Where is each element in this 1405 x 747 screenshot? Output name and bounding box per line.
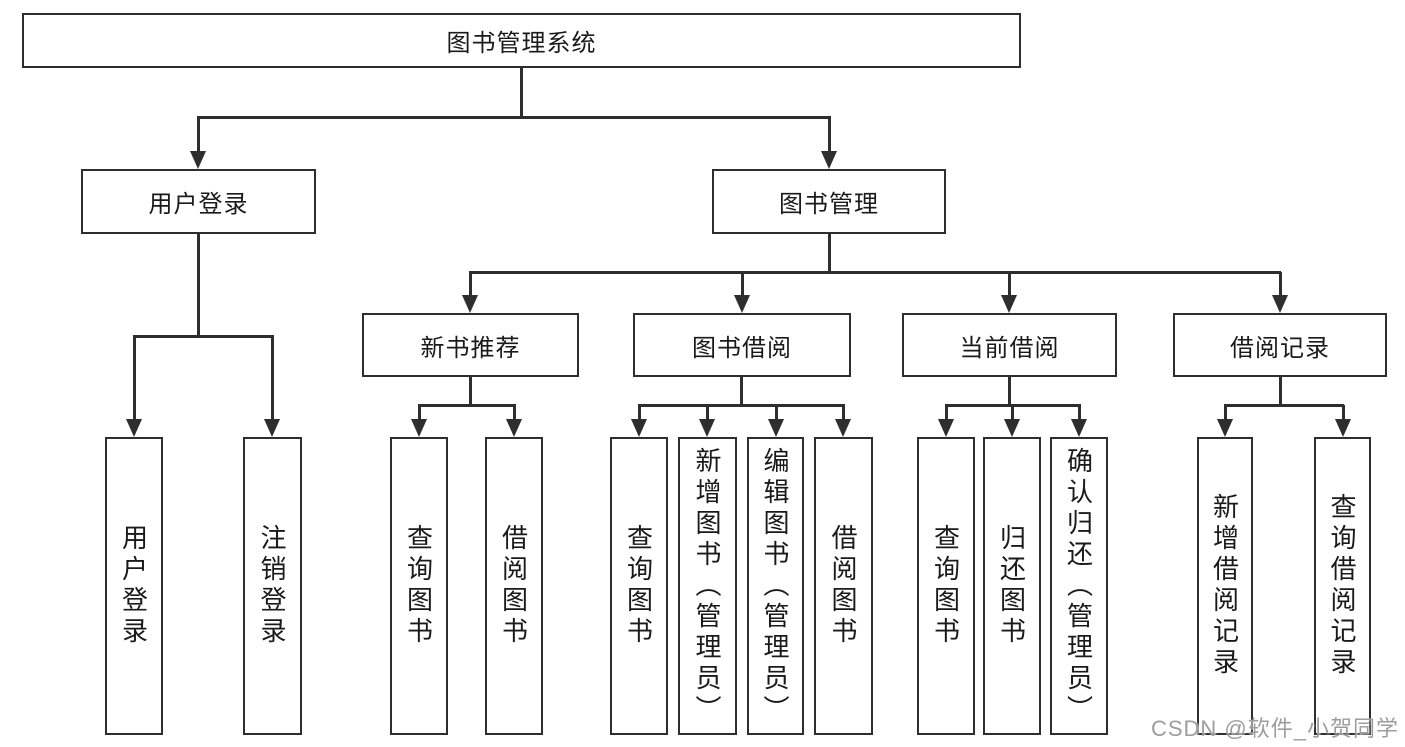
leaf-borrow-books: 借阅图书 [814,437,873,735]
connector-line [197,234,200,337]
leaf-query-books-borrow-label: 查询图书 [623,524,654,648]
connector-line [469,271,1281,274]
arrow-down-icon [411,405,427,437]
leaf-logout-login: 注销登录 [243,437,302,735]
watermark: CSDN @软件_小贺同学 [1150,716,1399,741]
arrow-down-icon [462,272,478,313]
node-user-login-label: 用户登录 [148,191,249,218]
arrow-down-icon [699,405,715,437]
connector-line [1279,377,1282,407]
arrow-down-icon [506,405,522,437]
connector-line [520,68,523,118]
leaf-user-login-label: 用户登录 [118,524,149,648]
node-book-borrow-label: 图书借阅 [692,334,792,362]
leaf-query-borrow-record-label: 查询借阅记录 [1327,493,1357,679]
leaf-logout-login-label: 注销登录 [257,524,287,648]
leaf-user-login: 用户登录 [105,437,163,735]
node-current-borrow: 当前借阅 [902,313,1117,377]
arrow-down-icon [734,272,750,313]
node-root-label: 图书管理系统 [446,30,597,57]
leaf-query-books-current-label: 查询图书 [930,524,961,648]
arrow-down-icon [938,405,954,437]
arrow-down-icon [264,336,280,437]
node-borrow-records-label: 借阅记录 [1230,334,1330,362]
node-book-borrow: 图书借阅 [633,313,851,377]
arrow-down-icon [821,117,837,169]
leaf-borrow-books-recommend: 借阅图书 [485,437,543,735]
leaf-confirm-return-admin-label: 确认归还（管理员） [1063,446,1094,726]
leaf-query-borrow-record: 查询借阅记录 [1314,437,1371,735]
connector-line [740,377,743,407]
arrow-down-icon [190,117,206,169]
node-book-management-label: 图书管理 [779,191,879,218]
leaf-query-books-recommend: 查询图书 [390,437,448,735]
node-root: 图书管理系统 [22,13,1021,68]
arrow-down-icon [1272,272,1288,313]
arrow-down-icon [768,405,784,437]
leaf-edit-books-admin: 编辑图书（管理员） [747,437,804,735]
leaf-edit-books-admin-label: 编辑图书（管理员） [760,446,790,726]
connector-line [1224,404,1344,407]
node-current-borrow-label: 当前借阅 [959,334,1060,362]
node-new-book-recommend-label: 新书推荐 [420,334,521,362]
leaf-return-books-label: 归还图书 [996,524,1027,648]
connector-line [469,377,472,407]
arrow-down-icon [1071,405,1087,437]
leaf-return-books: 归还图书 [983,437,1041,735]
node-user-login: 用户登录 [81,169,316,234]
leaf-add-books-admin: 新增图书（管理员） [678,437,737,735]
leaf-query-books-recommend-label: 查询图书 [403,524,434,648]
leaf-add-borrow-record-label: 新增借阅记录 [1209,493,1240,679]
leaf-add-books-admin-label: 新增图书（管理员） [692,446,722,726]
connector-line [197,116,831,119]
leaf-query-books-current: 查询图书 [917,437,975,735]
node-book-management: 图书管理 [712,169,946,234]
connector-line [638,404,845,407]
arrow-down-icon [1217,405,1233,437]
connector-line [133,335,274,338]
leaf-confirm-return-admin: 确认归还（管理员） [1050,437,1108,735]
connector-line [1008,377,1011,407]
leaf-borrow-books-recommend-label: 借阅图书 [498,524,529,648]
arrow-down-icon [1004,405,1020,437]
connector-line [418,404,516,407]
leaf-query-books-borrow: 查询图书 [610,437,668,735]
arrow-down-icon [1001,272,1017,313]
connector-line [828,234,831,274]
leaf-borrow-books-label: 借阅图书 [828,524,858,648]
leaf-add-borrow-record: 新增借阅记录 [1197,437,1253,735]
arrow-down-icon [126,336,142,437]
node-borrow-records: 借阅记录 [1173,313,1387,377]
arrow-down-icon [1335,405,1351,437]
node-new-book-recommend: 新书推荐 [362,313,579,377]
arrow-down-icon [835,405,851,437]
arrow-down-icon [631,405,647,437]
